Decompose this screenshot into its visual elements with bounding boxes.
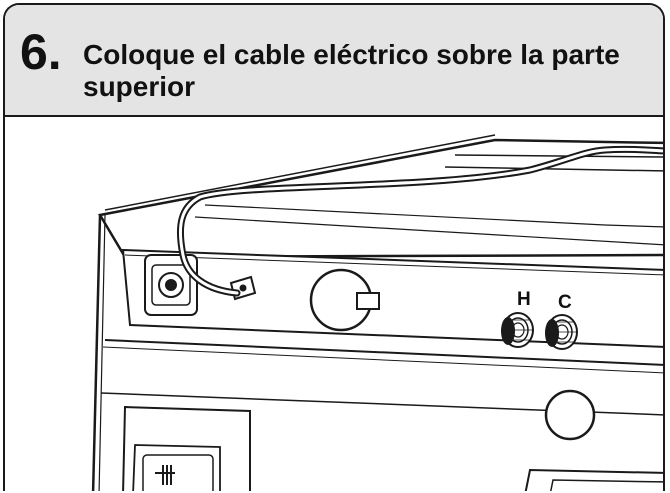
cold-water-valve [545, 314, 578, 350]
hot-valve-label: H [517, 289, 531, 310]
lower-right-panel [524, 468, 663, 491]
power-socket [144, 254, 198, 316]
cold-valve-label: C [558, 292, 572, 313]
step-title: Coloque el cable eléctrico sobre la part… [83, 39, 620, 102]
instruction-panel: 6. Coloque el cable eléctrico sobre la p… [3, 3, 665, 491]
washer-left-edge [91, 214, 102, 491]
round-knob [544, 389, 596, 441]
step-number: 6. [20, 24, 62, 80]
lower-access-panel [122, 405, 251, 491]
step-header: 6. Coloque el cable eléctrico sobre la p… [5, 5, 663, 117]
washer-back-illustration: H C [91, 134, 663, 491]
top-panel-inner-edge [104, 134, 496, 211]
hot-water-valve [501, 312, 534, 348]
drain-port [309, 268, 380, 332]
